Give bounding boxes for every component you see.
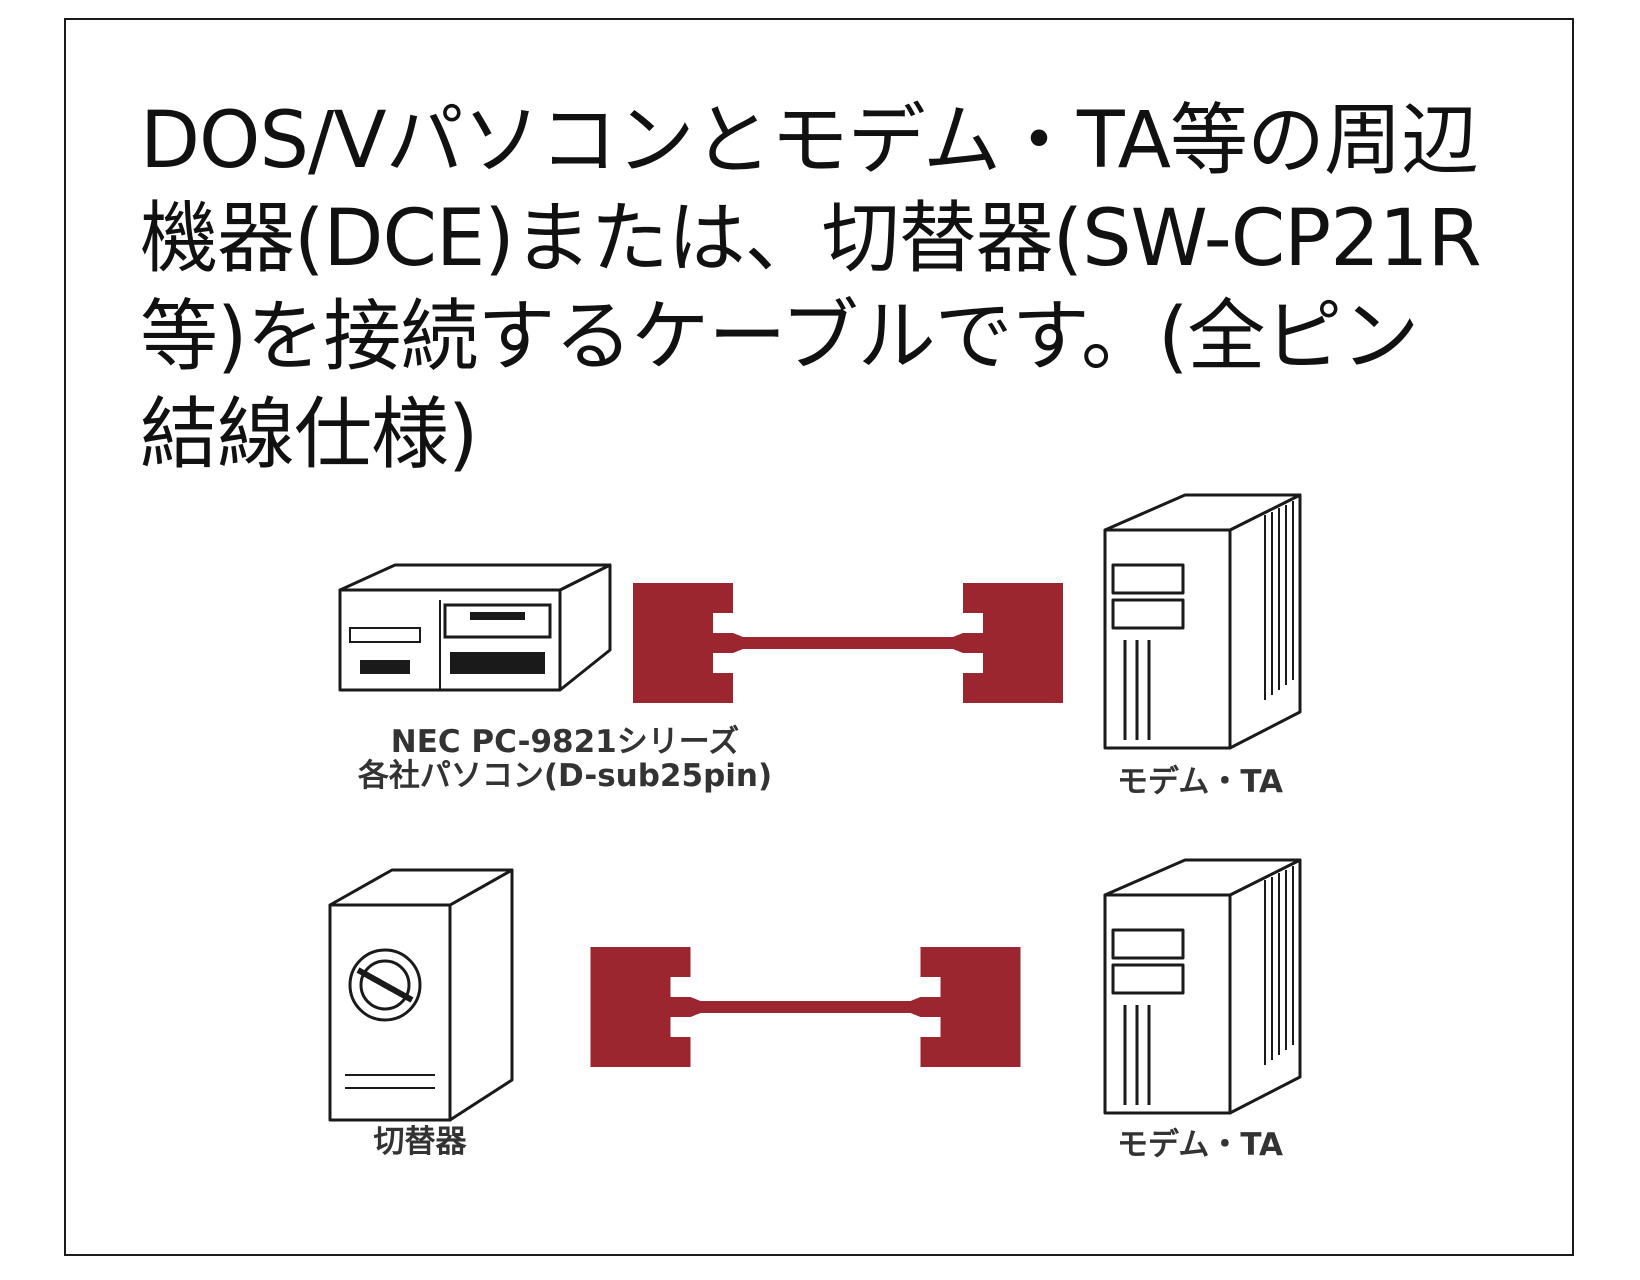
left-device-label: 切替器: [373, 1124, 467, 1160]
description-line: 等)を接続するケーブルです。(全ピン: [140, 292, 1419, 382]
rs232c-cable-icon: [590, 947, 1021, 1067]
description-line: 結線仕様): [140, 390, 478, 480]
modem-tower-icon: [1103, 858, 1302, 1115]
modem-tower-icon: [1103, 493, 1302, 750]
desktop-pc-icon: [338, 563, 612, 692]
right-device-label: モデム・TA: [1116, 764, 1284, 800]
left-device-label: NEC PC-9821シリーズ 各社パソコン(D-sub25pin): [357, 724, 773, 794]
product-description: DOS/Vパソコンとモデム・TA等の周辺 機器(DCE)または、切替器(SW-C…: [140, 92, 1520, 484]
description-line: 機器(DCE)または、切替器(SW-CP21R: [140, 194, 1482, 284]
switcher-tower-icon: [328, 868, 514, 1122]
product-frame: [64, 18, 1574, 1256]
description-line: DOS/Vパソコンとモデム・TA等の周辺: [140, 96, 1479, 186]
rs232c-cable-icon: [633, 583, 1063, 703]
right-device-label: モデム・TA: [1116, 1127, 1284, 1163]
